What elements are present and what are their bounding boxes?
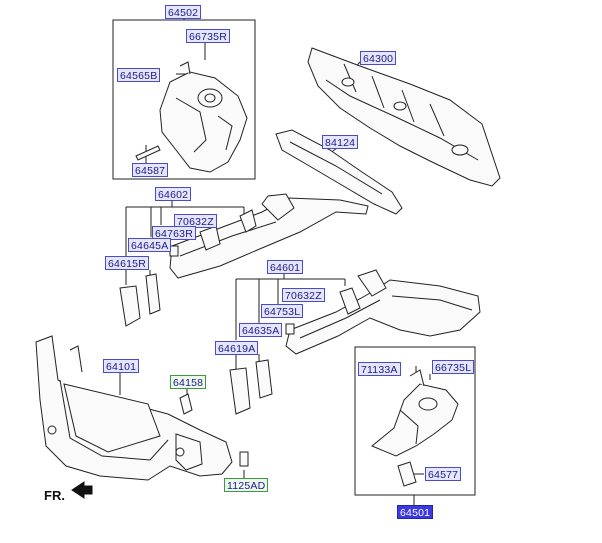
- part-label-70632Z-lower[interactable]: 70632Z: [282, 288, 325, 302]
- side-member-lh-part-drawing: [229, 269, 481, 415]
- part-label-64601[interactable]: 64601: [267, 260, 304, 274]
- part-label-64502[interactable]: 64502: [165, 5, 202, 19]
- side-member-rh-part-drawing: [119, 193, 369, 327]
- part-label-64565B[interactable]: 64565B: [117, 68, 161, 82]
- part-label-64587[interactable]: 64587: [132, 163, 169, 177]
- part-label-64300[interactable]: 64300: [360, 51, 397, 65]
- part-label-64101[interactable]: 64101: [103, 359, 140, 373]
- front-direction-arrow-icon: [71, 481, 93, 499]
- front-direction-label: FR.: [44, 488, 65, 503]
- part-label-64615R[interactable]: 64615R: [105, 256, 149, 270]
- radiator-carrier-part-drawing: [35, 335, 249, 481]
- part-label-84124[interactable]: 84124: [322, 135, 359, 149]
- part-label-64619A[interactable]: 64619A: [215, 341, 259, 355]
- part-label-70632Z-upper[interactable]: 70632Z: [174, 214, 217, 228]
- group-box-64501: [354, 346, 476, 496]
- part-label-66735L[interactable]: 66735L: [432, 360, 475, 374]
- part-label-64753L[interactable]: 64753L: [261, 304, 304, 318]
- part-label-66735R[interactable]: 66735R: [186, 29, 230, 43]
- part-label-64602[interactable]: 64602: [155, 187, 192, 201]
- part-label-1125AD[interactable]: 1125AD: [224, 478, 269, 492]
- fender-apron-lh-part-drawing: [371, 369, 459, 487]
- part-label-64577[interactable]: 64577: [425, 467, 462, 481]
- part-label-64501-selected[interactable]: 64501: [397, 505, 434, 519]
- fender-apron-part-drawing: [135, 61, 248, 173]
- part-label-64763R[interactable]: 64763R: [152, 226, 196, 240]
- part-label-64635A[interactable]: 64635A: [239, 323, 283, 337]
- part-label-64645A[interactable]: 64645A: [128, 238, 172, 252]
- dash-panel-part-drawing: [307, 47, 501, 187]
- part-label-71133A[interactable]: 71133A: [358, 362, 401, 376]
- part-label-64158[interactable]: 64158: [170, 375, 207, 389]
